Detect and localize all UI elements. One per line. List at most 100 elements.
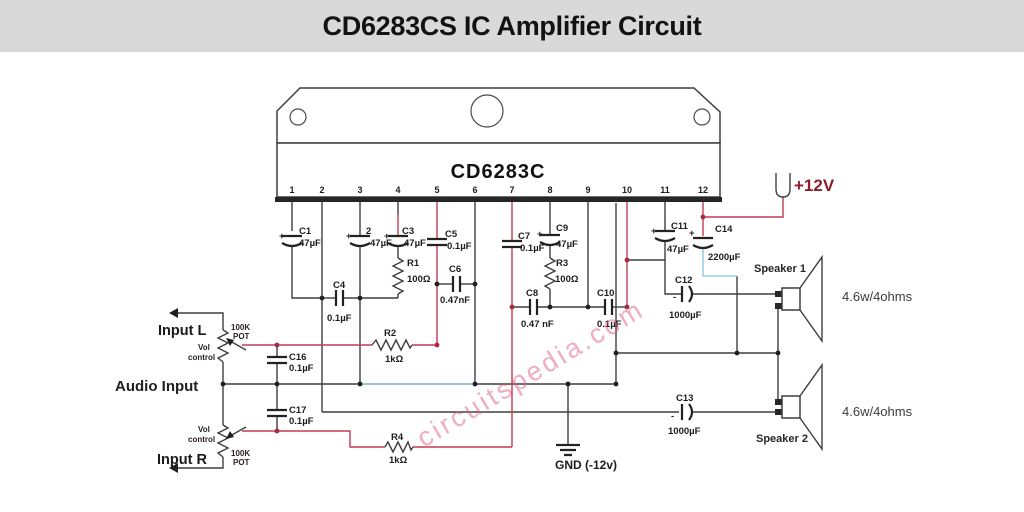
label-c4-value: 0.1µF [327, 313, 352, 324]
vol-control-right-1: Vol [198, 425, 210, 434]
wire [177, 457, 224, 469]
label-c11-name: C11 [671, 221, 689, 232]
vol-control-left-1: Vol [198, 343, 210, 352]
label-r1-name: R1 [407, 258, 420, 269]
wire [291, 247, 322, 299]
junction [357, 381, 363, 387]
pot-right-wiper-arrow [226, 431, 234, 439]
capacitor-c6 [451, 276, 462, 292]
label-c13-name: C13 [676, 393, 693, 404]
speaker-terminal [775, 409, 782, 415]
capacitor-c13 [680, 403, 694, 421]
polarity-mark: + [384, 231, 390, 242]
capacitor-c17 [267, 408, 287, 418]
junction [509, 304, 515, 310]
speaker-2-symbol [775, 362, 823, 452]
junction [624, 304, 630, 310]
ic-bottom-bar [275, 197, 722, 202]
label-c1-value: 47µF [299, 238, 321, 249]
ic-mount-hole-left [289, 108, 307, 126]
watermark-text: circuitspedia.com [412, 294, 650, 453]
polarity-mark: + [651, 226, 657, 237]
wire [664, 260, 681, 295]
label-c10-name: C10 [597, 288, 614, 299]
label-r1-value: 100Ω [407, 274, 431, 285]
junction [585, 304, 591, 310]
resistor-r1 [391, 257, 405, 295]
label-c17-value: 0.1µF [289, 416, 314, 427]
gnd-label: GND (-12v) [555, 458, 617, 472]
wire [177, 312, 224, 330]
speaker-horn [799, 254, 823, 344]
label-c4-name: C4 [333, 280, 346, 291]
junction [613, 350, 619, 356]
polarity-mark: + [346, 231, 352, 242]
pot-right [216, 424, 230, 458]
pot-left [216, 329, 230, 363]
pin-number: 4 [395, 185, 400, 195]
power-label: +12V [794, 176, 835, 195]
component-labels: + C1 47µF + 2 47µF + C3 47µF C5 0.1µF C7… [279, 221, 741, 466]
ic-pin-stubs [291, 202, 704, 215]
capacitor-c11 [654, 229, 676, 243]
label-c3-value: 47µF [404, 238, 426, 249]
label-c7-name: C7 [518, 231, 530, 242]
label-r3-value: 100Ω [555, 274, 579, 285]
power-plug-icon [775, 173, 791, 198]
junction [565, 381, 571, 387]
polarity-mark: - [671, 411, 674, 422]
ic-pin-numbers: 1 2 3 4 5 6 7 8 9 10 11 12 [289, 185, 708, 195]
capacitor-c10 [603, 299, 614, 315]
pin-number: 5 [434, 185, 439, 195]
ic-tab-outline [276, 87, 721, 144]
speaker-1-label: Speaker 1 [754, 263, 806, 275]
capacitor-c16 [267, 355, 287, 365]
junction [274, 428, 280, 434]
speaker-1-rating: 4.6w/4ohms [842, 289, 913, 304]
junction [472, 281, 478, 287]
resistor-r4 [384, 440, 414, 454]
junction [547, 304, 553, 310]
wires-red [242, 197, 784, 448]
page-title: CD6283CS IC Amplifier Circuit [322, 11, 702, 41]
power-plug [775, 173, 791, 198]
wire [702, 249, 737, 277]
label-r2-value: 1kΩ [385, 354, 404, 365]
junction [472, 381, 478, 387]
wire [703, 197, 784, 218]
speaker-terminal [775, 291, 782, 297]
label-c2-name: 2 [366, 226, 371, 237]
pin-number: 3 [357, 185, 362, 195]
junction [434, 281, 440, 287]
label-c14-name: C14 [715, 224, 733, 235]
pot-right-label-1: 100K [231, 449, 250, 458]
pot-left-label-2: POT [233, 332, 250, 341]
junction [700, 214, 706, 220]
pin-number: 2 [319, 185, 324, 195]
junction [274, 342, 280, 348]
vol-control-right-2: control [188, 435, 215, 444]
speaker-driver-box [781, 395, 801, 419]
label-c12-name: C12 [675, 275, 692, 286]
speaker-1-symbol [775, 254, 823, 344]
label-c2-value: 47µF [370, 238, 392, 249]
label-c7-value: 0.1µF [520, 243, 545, 254]
speaker-2-rating: 4.6w/4ohms [842, 404, 913, 419]
pot-left-wiper [229, 340, 247, 351]
wires-cyan [362, 249, 737, 385]
pin-number: 10 [622, 185, 632, 195]
speaker-terminal [775, 303, 782, 309]
label-c17-name: C17 [289, 405, 306, 416]
ground-symbol [556, 443, 580, 457]
label-r4-value: 1kΩ [389, 455, 408, 466]
capacitor-c14 [692, 236, 714, 250]
ic-center-hole [470, 94, 504, 128]
label-c5-name: C5 [445, 229, 458, 240]
input-r-label: Input R [157, 452, 207, 468]
label-r2-name: R2 [384, 328, 396, 339]
ic-body [276, 142, 721, 198]
polarity-mark: + [689, 228, 695, 239]
label-c16-value: 0.1µF [289, 363, 314, 374]
pot-left-wiper-arrow [226, 338, 234, 346]
